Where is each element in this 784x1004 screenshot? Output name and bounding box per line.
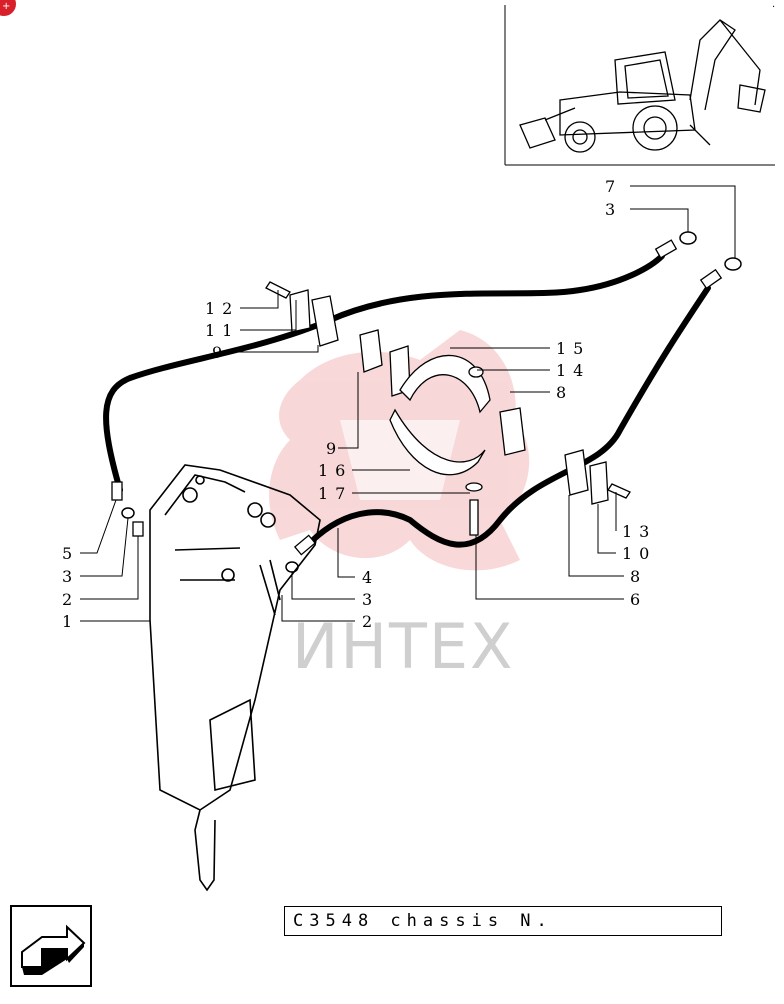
callout-10: 10 [622,544,656,563]
callout-5: 5 [62,544,79,563]
callout-17: 17 [318,484,352,503]
corner-mark: · [772,2,776,13]
o-ring [679,231,697,245]
callout-6: 6 [630,590,647,609]
callout-14: 14 [556,361,590,380]
chassis-label-box: C3548 chassis N. [284,906,722,936]
callout-8: 8 [630,567,647,586]
o-ring [724,257,742,271]
nipple [132,521,144,537]
callout-labels: 7 3 12 11 9 15 14 8 9 16 17 5 3 2 1 4 3 … [62,177,656,631]
clamp-set-left[interactable] [265,281,339,347]
inset-frame [504,5,775,166]
watermark-logo [269,330,530,571]
callout-9: 9 [326,439,343,458]
callout-15: 15 [556,339,590,358]
callout-9: 9 [212,343,229,362]
hydraulic-breaker[interactable] [149,464,321,892]
watermark-text: ИНТЕХ [292,610,515,683]
return-button[interactable] [10,905,92,987]
backhoe-loader-illustration [519,19,766,153]
callout-11: 11 [205,321,239,340]
clamp-set-center[interactable] [359,329,631,536]
callout-4: 4 [362,568,379,587]
callout-7: 7 [605,177,622,196]
return-arrow-icon [21,924,86,975]
callout-1: 1 [62,612,79,631]
callout-2: 2 [62,590,79,609]
leader-lines [80,185,736,622]
fitting-end [111,481,123,501]
fitting-end [293,534,317,556]
fitting-end [654,239,678,259]
callout-3: 3 [605,200,622,219]
callout-16: 16 [318,461,352,480]
callout-8: 8 [556,383,573,402]
fitting-end [699,268,723,290]
chassis-label: C3548 chassis N. [293,911,553,931]
callout-2: 2 [362,612,379,631]
callout-12: 12 [205,299,239,318]
callout-13: 13 [622,522,656,541]
o-ring [285,561,299,573]
o-ring [121,507,135,519]
hydraulic-hose-right[interactable] [302,285,711,551]
callout-3: 3 [62,567,79,586]
info-icon[interactable]: + [0,0,16,16]
callout-3: 3 [362,590,379,609]
